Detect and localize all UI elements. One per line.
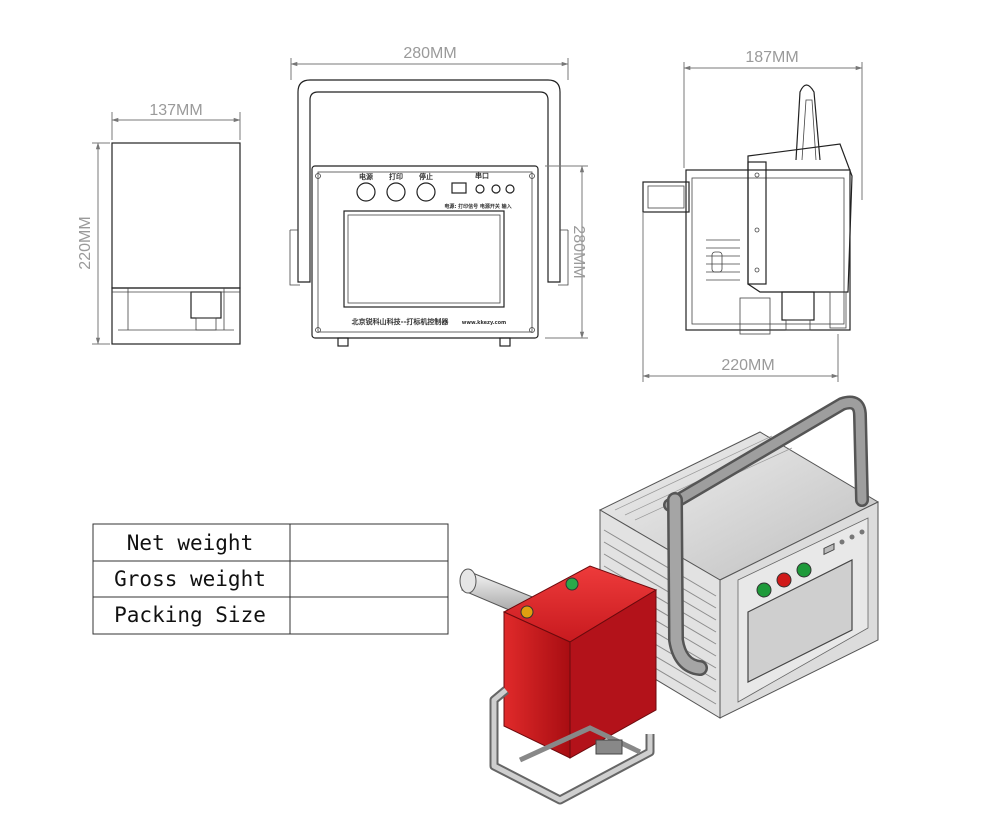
port-label: 串口 bbox=[475, 171, 489, 180]
spec-table: Net weight Gross weight Packing Size bbox=[92, 523, 449, 635]
table-row-gross-weight-label: Gross weight bbox=[114, 567, 266, 591]
button-label-stop: 停止 bbox=[419, 172, 433, 181]
front-width-label: 280MM bbox=[403, 45, 456, 62]
side-view: 137MM 220MM bbox=[77, 102, 241, 345]
green-button-icon-2 bbox=[796, 562, 812, 578]
button-label-power: 电源 bbox=[359, 172, 373, 181]
ports-label: 电源: 打印信号 电源开关 输入 bbox=[444, 203, 511, 210]
right-view: 187MM 220MM bbox=[642, 49, 863, 382]
head-green-light-icon bbox=[565, 577, 579, 591]
side-width-label: 137MM bbox=[149, 102, 202, 119]
side-height-label: 220MM bbox=[77, 216, 94, 269]
front-view: 电源 打印 停止 串口 电源: 打印信号 电源开关 输入 北京锐科山科技--打标… bbox=[289, 45, 588, 347]
green-button-icon bbox=[756, 582, 772, 598]
red-button-icon bbox=[776, 572, 792, 588]
isometric-product-render bbox=[459, 395, 880, 805]
head-yellow-light-icon bbox=[520, 605, 534, 619]
button-label-print: 打印 bbox=[389, 172, 403, 181]
right-width-label: 187MM bbox=[745, 49, 798, 66]
table-row-net-weight-label: Net weight bbox=[127, 531, 253, 555]
right-depth-label: 220MM bbox=[721, 357, 774, 374]
front-height-label: 280MM bbox=[570, 225, 587, 278]
panel-url: www.kkezy.com bbox=[462, 320, 507, 326]
panel-title: 北京锐科山科技--打标机控制器 bbox=[352, 317, 450, 326]
table-row-packing-size-label: Packing Size bbox=[114, 603, 266, 627]
